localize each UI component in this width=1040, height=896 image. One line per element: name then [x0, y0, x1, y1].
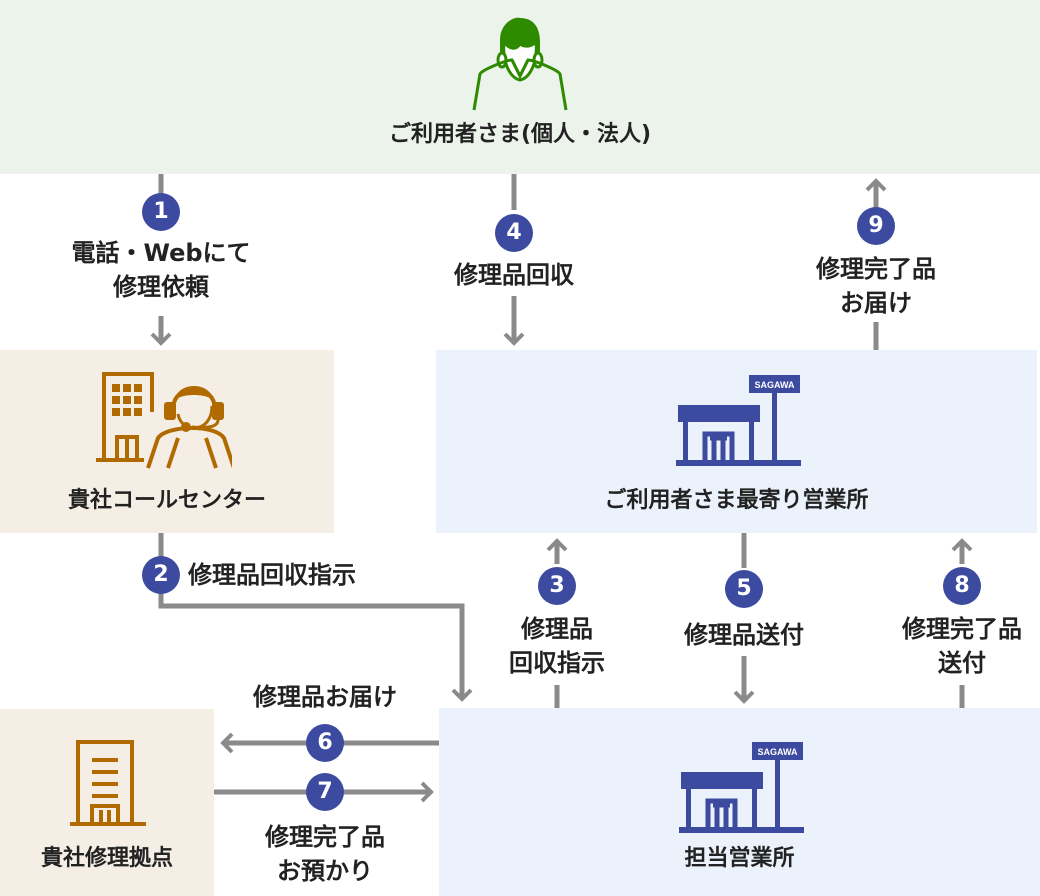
- step-9-label: 修理完了品 お届け: [786, 252, 966, 320]
- building-icon: [70, 740, 146, 826]
- step-7-badge: 7: [306, 773, 344, 811]
- person-icon: [472, 17, 568, 111]
- step-6-badge: 6: [306, 724, 344, 762]
- step-3-badge: 3: [538, 567, 576, 605]
- step-9-badge: 9: [857, 207, 895, 245]
- call-center-box: [0, 350, 334, 533]
- step-9-line2: お届け: [840, 289, 912, 317]
- call-center-label: 貴社コールセンター: [67, 488, 266, 513]
- step-3-line1: 修理品: [521, 615, 593, 643]
- sagawa-office-icon-assigned: SAGAWA: [679, 742, 804, 833]
- sagawa-sign-text: SAGAWA: [757, 747, 798, 757]
- step-8-line1: 修理完了品: [902, 615, 1022, 643]
- step-7-line2: お預かり: [277, 857, 373, 885]
- step-1-badge: 1: [142, 193, 180, 231]
- step-8-line2: 送付: [938, 649, 986, 677]
- step-3-label: 修理品 回収指示: [487, 612, 627, 680]
- sagawa-office-icon: SAGAWA: [676, 375, 801, 466]
- step-7-label: 修理完了品 お預かり: [225, 820, 425, 888]
- nearest-office-box: [436, 350, 1037, 533]
- step-8-label: 修理完了品 送付: [872, 612, 1040, 680]
- step-2-badge: 2: [142, 556, 180, 594]
- step-5-badge: 5: [725, 570, 763, 608]
- step-4-label: 修理品回収: [454, 261, 574, 289]
- step-8-badge: 8: [943, 567, 981, 605]
- step-5-label: 修理品送付: [684, 621, 804, 649]
- step-1-line2: 修理依頼: [113, 273, 209, 301]
- sagawa-sign-text: SAGAWA: [754, 380, 795, 390]
- repair-base-label: 貴社修理拠点: [40, 846, 173, 871]
- assigned-office-box: [439, 708, 1040, 896]
- assigned-office-label: 担当営業所: [684, 846, 795, 871]
- step-1-line1: 電話・Webにて: [71, 239, 251, 267]
- nearest-office-label: ご利用者さま最寄り営業所: [604, 488, 869, 513]
- customer-label: ご利用者さま(個人・法人): [388, 122, 652, 147]
- step-7-line1: 修理完了品: [265, 823, 385, 851]
- step-9-line1: 修理完了品: [816, 255, 936, 283]
- step-6-label: 修理品お届け: [253, 683, 397, 711]
- step-1-label: 電話・Webにて 修理依頼: [31, 236, 291, 304]
- step-2-label: 修理品回収指示: [188, 561, 356, 589]
- step-4-badge: 4: [495, 214, 533, 252]
- step-3-line2: 回収指示: [509, 649, 605, 677]
- call-center-icon: [96, 372, 232, 469]
